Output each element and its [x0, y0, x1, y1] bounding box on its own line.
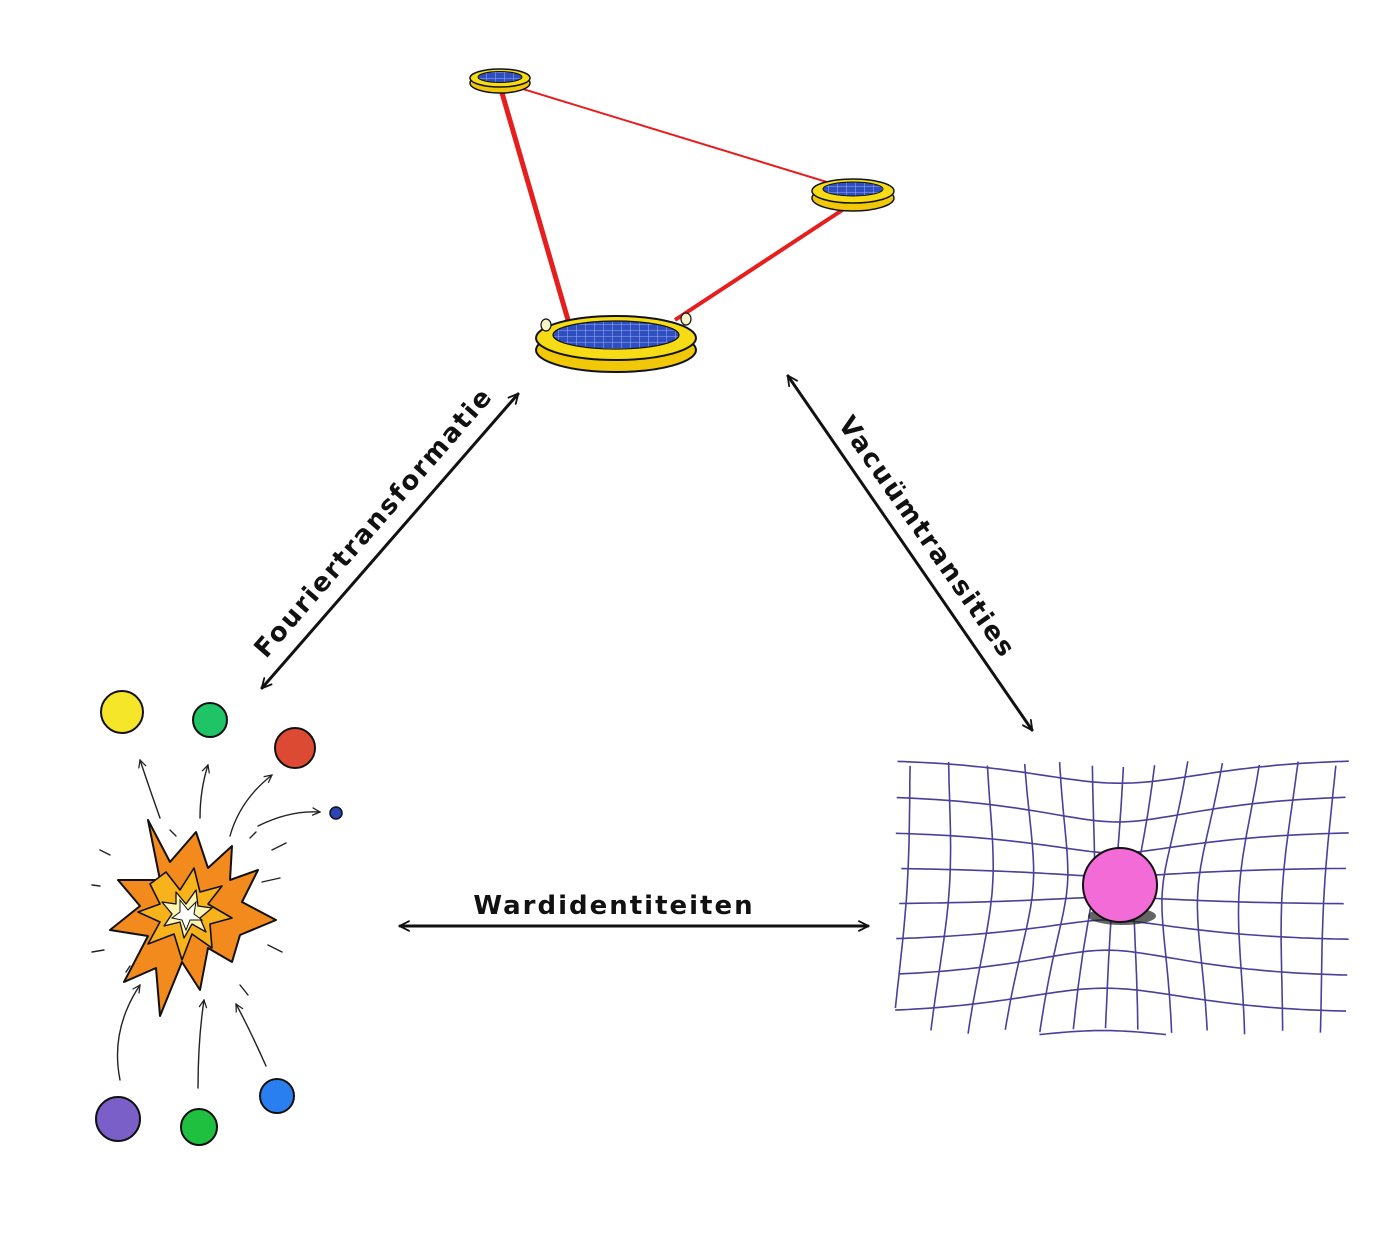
grid-line [897, 760, 1349, 784]
particle-red [274, 727, 316, 769]
laser-beam [497, 85, 571, 321]
mass-sphere [1082, 847, 1158, 923]
incoming-trajectory [235, 1004, 267, 1067]
grid-line [967, 765, 994, 1034]
outgoing-trajectory [140, 760, 161, 819]
grid-line [1319, 765, 1337, 1033]
outgoing-trajectory [257, 812, 320, 827]
detector-medium [811, 178, 895, 212]
grid-line [930, 761, 952, 1031]
particle-blue-small [329, 806, 343, 820]
laser-beam [673, 203, 852, 322]
particle-green [180, 1108, 218, 1146]
outgoing-trajectory [229, 775, 272, 837]
relation-arrows: Fouriertransformatie Vacuümtransities Wa… [249, 374, 1034, 932]
detector-small [469, 68, 531, 94]
label-vacuum: Vacuümtransities [832, 411, 1022, 664]
spacetime-grid [894, 760, 1349, 1036]
particle-purple [95, 1096, 141, 1142]
grid-line [895, 987, 1347, 1012]
particle-collision [91, 690, 343, 1146]
grid-line [896, 796, 1346, 823]
grid-line [1237, 764, 1261, 1035]
outgoing-trajectory [199, 765, 208, 819]
arrow-vacuum [786, 374, 1034, 732]
incoming-trajectory [116, 985, 141, 1081]
grid-line [1280, 761, 1299, 1031]
grid-line [1004, 763, 1035, 1030]
particle-blue [259, 1078, 295, 1114]
detector-constellation [469, 68, 895, 373]
grid-line [1039, 1029, 1166, 1036]
laser-beam [499, 81, 854, 191]
grid-line [899, 949, 1348, 976]
grid-line [1161, 761, 1189, 1033]
spark-lines [91, 829, 287, 996]
grid-line [894, 765, 911, 1009]
incoming-trajectory [197, 1000, 204, 1089]
detector-large [535, 312, 697, 373]
label-fourier: Fouriertransformatie [249, 382, 500, 664]
arrow-fourier [260, 392, 520, 690]
grid-line [1196, 762, 1224, 1031]
particle-yellow [100, 690, 144, 734]
particle-green [192, 702, 228, 738]
label-ward: Wardidentiteiten [473, 891, 754, 921]
